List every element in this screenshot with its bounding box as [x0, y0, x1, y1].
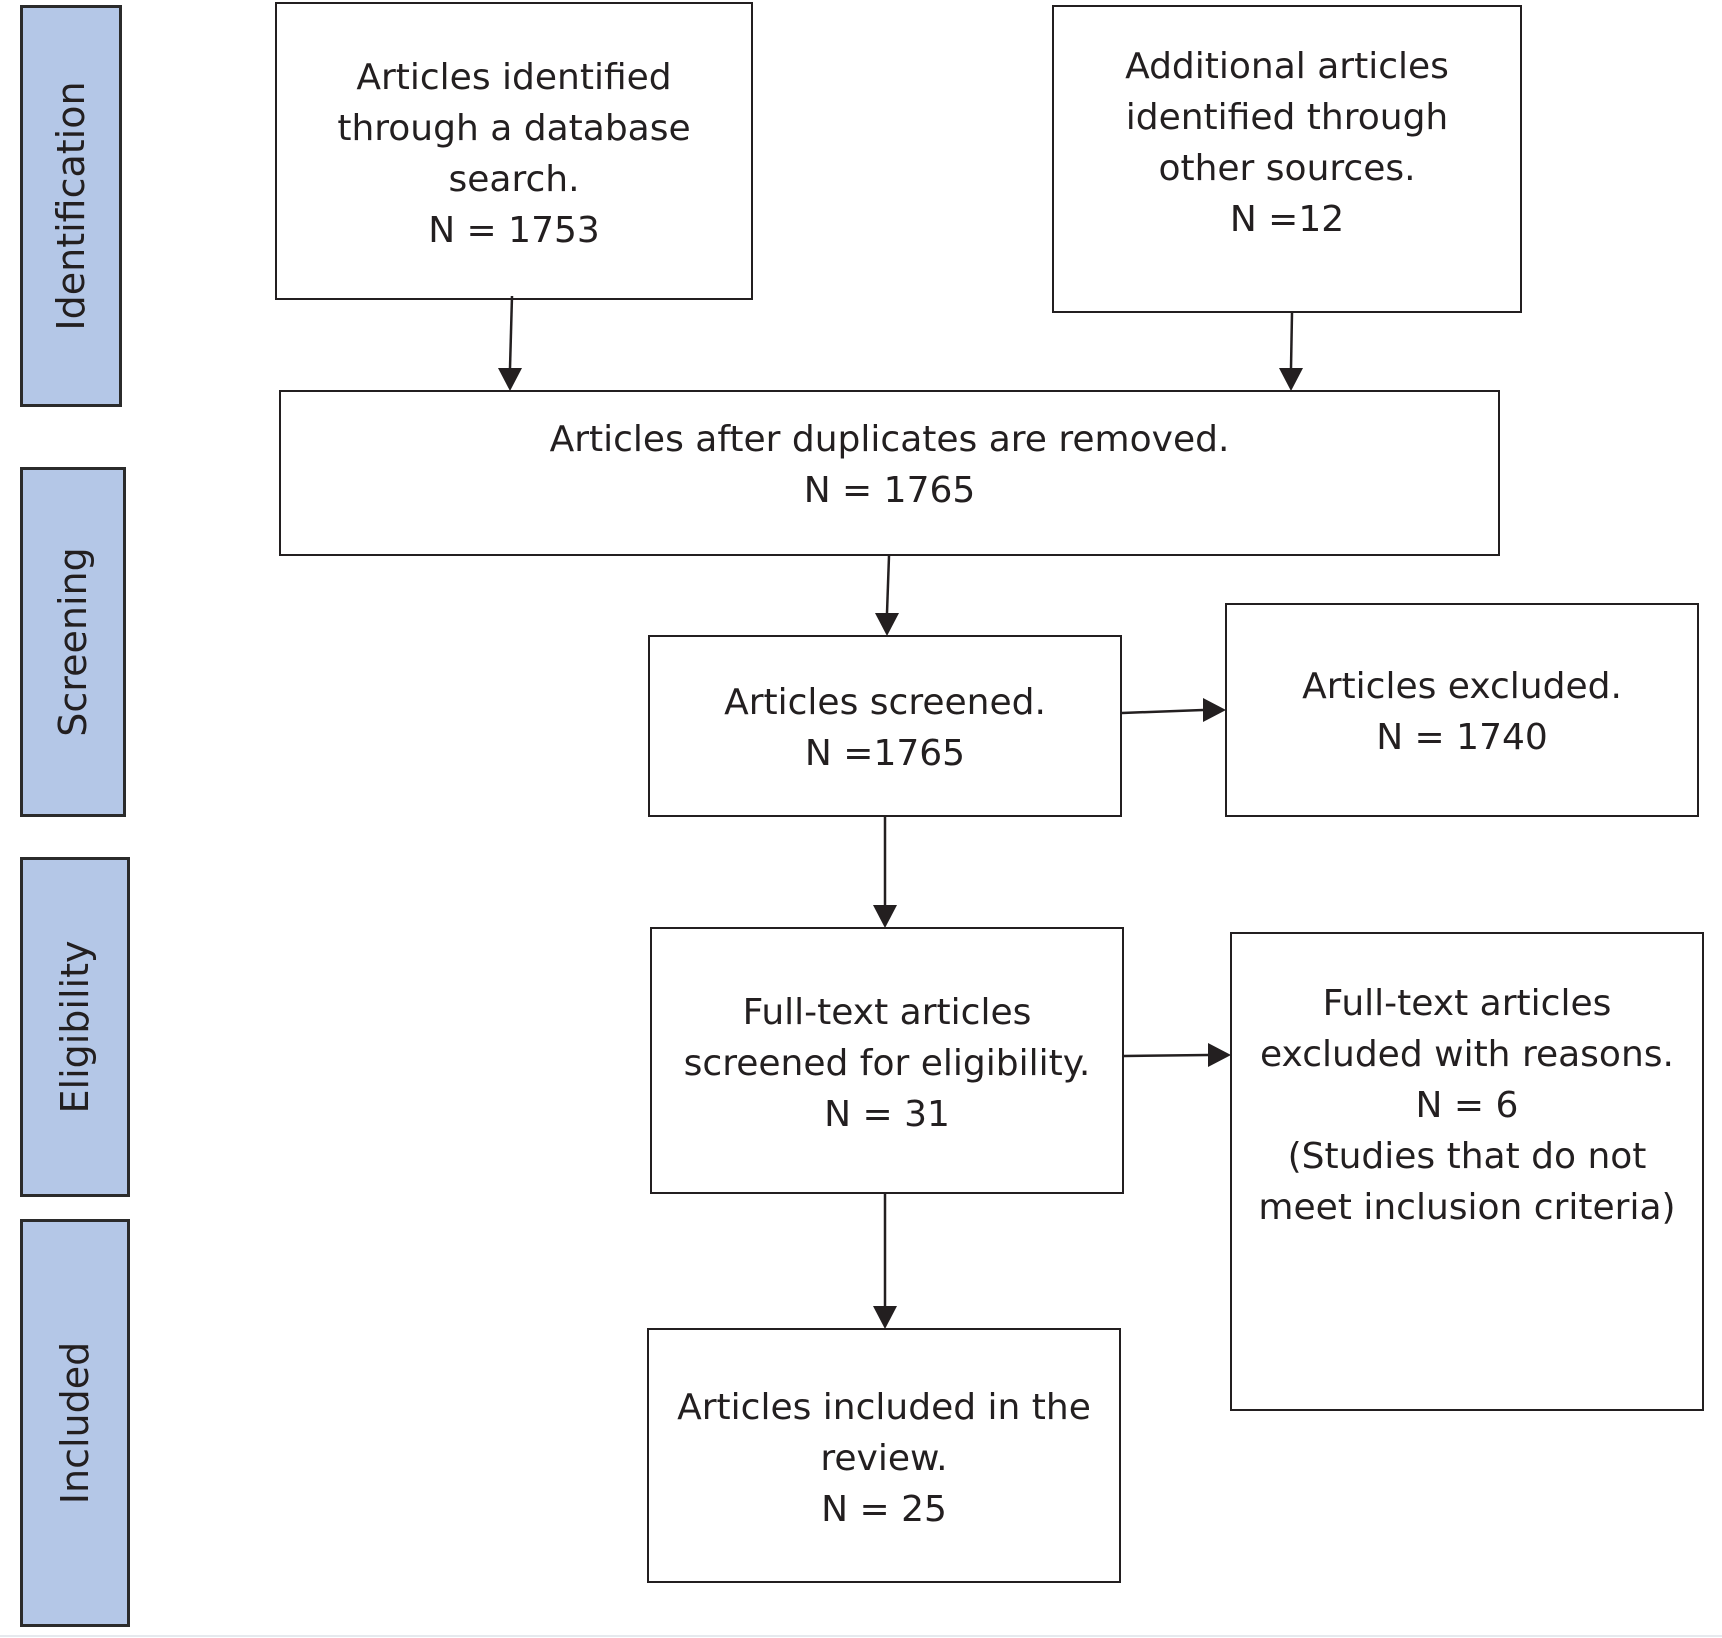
box-text-line: search.: [448, 159, 580, 200]
arrow-database-to-duplicates: [498, 295, 522, 391]
box-duplicates-removed: Articles after duplicates are removed. N…: [279, 390, 1500, 556]
stage-eligibility-label: Eligibility: [53, 940, 97, 1114]
box-full-text-excluded: Full-text articles excluded with reasons…: [1230, 932, 1704, 1411]
box-other-sources: Additional articles identified through o…: [1052, 5, 1522, 313]
arrow-screened-to-excluded: [1121, 698, 1226, 722]
box-count: N = 25: [821, 1489, 947, 1530]
box-full-text-eligibility: Full-text articles screened for eligibil…: [650, 927, 1124, 1194]
box-note-line: (Studies that do not: [1287, 1136, 1647, 1177]
box-text-line: excluded with reasons.: [1260, 1034, 1674, 1075]
box-text-line: Articles included in the: [677, 1387, 1091, 1428]
arrow-duplicates-to-screened: [875, 555, 899, 636]
box-database-search: Articles identified through a database s…: [275, 2, 753, 300]
box-text-line: Articles identified: [356, 57, 672, 98]
stage-identification: Identification: [20, 5, 122, 407]
box-text-line: Articles after duplicates are removed.: [549, 419, 1230, 460]
arrow-other-sources-to-duplicates: [1279, 312, 1303, 391]
box-count: N =12: [1229, 199, 1345, 240]
stage-identification-label: Identification: [49, 81, 93, 331]
stage-included: Included: [20, 1219, 130, 1627]
box-count: N =1765: [804, 733, 966, 774]
box-text-line: Articles screened.: [724, 682, 1046, 723]
arrow-full-text-to-excluded: [1123, 1043, 1231, 1067]
box-count: N = 1765: [803, 470, 976, 511]
box-count: N = 1740: [1376, 717, 1548, 758]
box-count: N = 6: [1415, 1085, 1519, 1126]
box-count: N = 31: [824, 1094, 950, 1135]
stage-screening: Screening: [20, 467, 126, 817]
box-text-line: through a database: [337, 108, 691, 149]
stage-screening-label: Screening: [51, 547, 95, 737]
box-articles-included: Articles included in the review. N = 25: [647, 1328, 1121, 1583]
stage-eligibility: Eligibility: [20, 857, 130, 1197]
box-text-line: Articles excluded.: [1302, 666, 1622, 707]
box-text-line: Full-text articles: [1322, 983, 1612, 1024]
box-text-line: Full-text articles: [742, 992, 1032, 1033]
bottom-divider: [0, 1635, 1722, 1637]
arrow-full-text-to-included: [873, 1194, 897, 1329]
box-text-line: review.: [820, 1438, 948, 1479]
box-note-line: meet inclusion criteria): [1258, 1187, 1676, 1228]
box-articles-screened: Articles screened. N =1765: [648, 635, 1122, 817]
box-count: N = 1753: [428, 210, 600, 251]
box-text-line: other sources.: [1158, 148, 1416, 189]
box-text-line: identified through: [1125, 97, 1449, 138]
box-text-line: screened for eligibility.: [683, 1043, 1091, 1084]
arrow-screened-to-full-text: [873, 817, 897, 928]
stage-included-label: Included: [53, 1341, 97, 1505]
box-articles-excluded: Articles excluded. N = 1740: [1225, 603, 1699, 817]
box-text-line: Additional articles: [1125, 46, 1449, 87]
